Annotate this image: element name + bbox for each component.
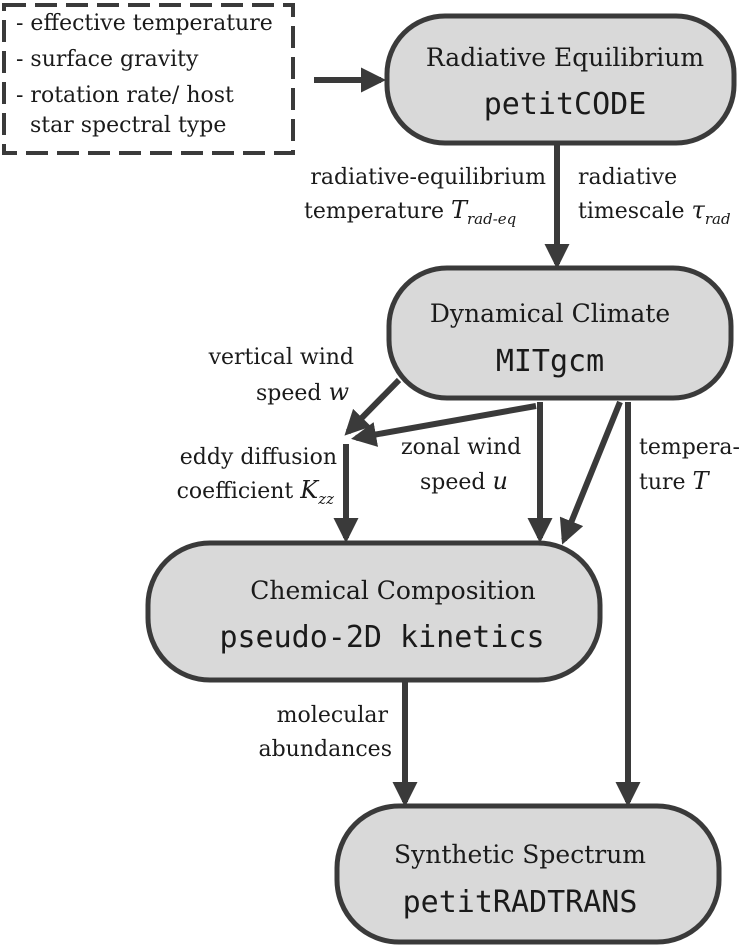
- arrow-temperature-to-chemical: [559, 400, 623, 545]
- arrow-w-to-kzz: [344, 377, 402, 436]
- node-radiative-equilibrium: Radiative Equilibrium petitCODE: [384, 13, 737, 146]
- label-teq-line2: temperature Trad-eq: [304, 196, 516, 228]
- label-tau-line2: timescale τrad: [578, 196, 731, 228]
- label-temperature-line1: tempera-: [639, 435, 740, 460]
- label-teq-line1: radiative-equilibrium: [310, 165, 546, 190]
- label-abundances-line1: molecular: [277, 703, 389, 728]
- input-effective-temperature: - effective temperature: [16, 11, 273, 36]
- label-abundances-line2: abundances: [258, 737, 392, 762]
- node-radiative-title: Radiative Equilibrium: [426, 43, 705, 72]
- node-chemical-title: Chemical Composition: [250, 576, 536, 605]
- node-synthetic-spectrum: Synthetic Spectrum petitRADTRANS: [334, 803, 722, 945]
- arrow-u-to-kzz: [351, 403, 537, 447]
- node-dynamical-climate: Dynamical Climate MITgcm: [386, 265, 734, 401]
- node-radiative-code: petitCODE: [484, 87, 647, 122]
- node-chemical-composition: Chemical Composition pseudo-2D kinetics: [145, 540, 603, 683]
- label-u-line1: zonal wind: [401, 435, 521, 460]
- node-spectrum-title: Synthetic Spectrum: [394, 840, 646, 869]
- node-dynamical-title: Dynamical Climate: [430, 299, 670, 328]
- label-kzz-line2: coefficient Kzz: [177, 476, 334, 508]
- input-star-spectral-type: star spectral type: [16, 113, 226, 138]
- node-dynamical-code: MITgcm: [496, 344, 604, 379]
- input-surface-gravity: - surface gravity: [16, 47, 199, 72]
- input-rotation-rate: - rotation rate/ host: [16, 83, 234, 108]
- node-chemical-code: pseudo-2D kinetics: [219, 620, 544, 655]
- label-w-line2: speed w: [256, 378, 350, 406]
- label-w-line1: vertical wind: [208, 345, 354, 370]
- label-temperature-line2: ture T: [639, 467, 711, 495]
- label-u-line2: speed u: [420, 467, 508, 495]
- label-tau-line1: radiative: [578, 165, 677, 190]
- input-parameters-box: [2, 3, 295, 155]
- node-spectrum-code: petitRADTRANS: [403, 885, 638, 920]
- label-kzz-line1: eddy diffusion: [180, 445, 337, 470]
